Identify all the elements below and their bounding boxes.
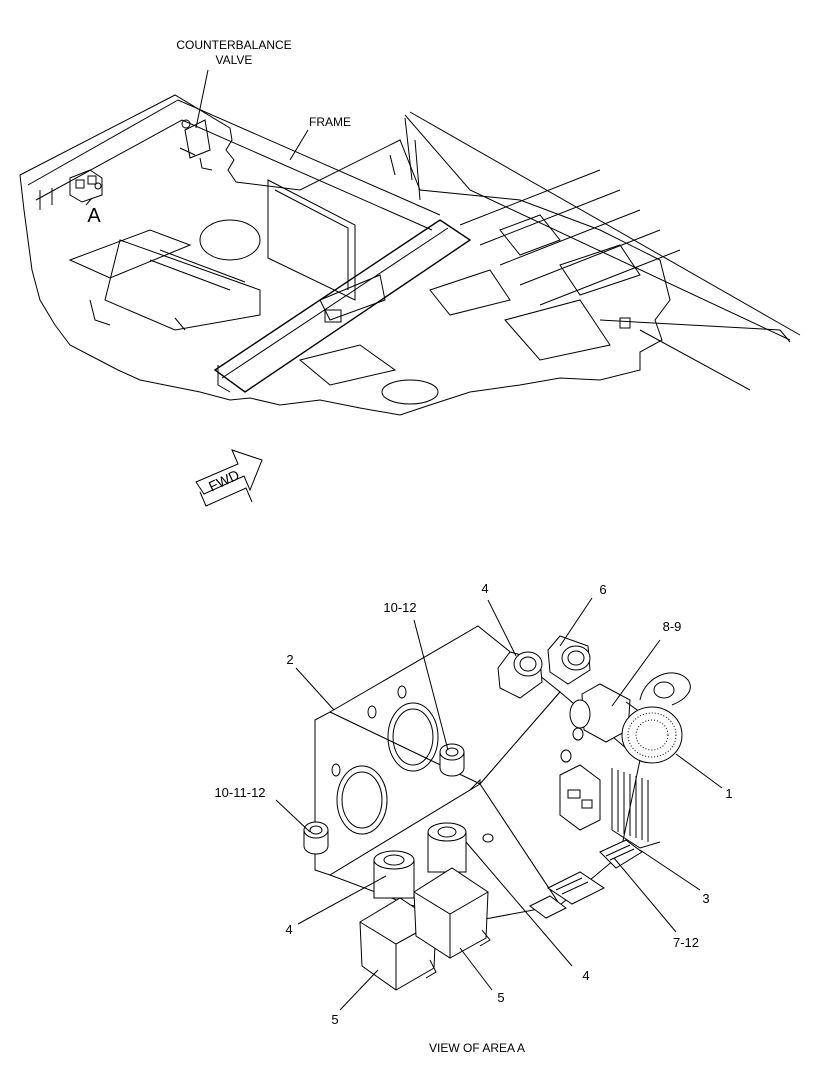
plug-10-11-12 [303, 821, 329, 855]
block-front-face [314, 711, 481, 876]
breakout-outline [19, 94, 671, 416]
area-a-valve-overview [69, 169, 103, 206]
counterbalance-valve-overview [179, 69, 213, 171]
coil-1 [621, 672, 691, 764]
callout-2: 2 [286, 652, 293, 667]
callout-4-left: 4 [285, 922, 292, 937]
connector-7-12 [529, 839, 643, 919]
fitting-4-bottom-right [427, 822, 467, 873]
fitting-4-bottom-left [373, 850, 415, 899]
callout-1: 1 [725, 786, 732, 801]
frame-beam [213, 219, 472, 393]
counterbalance-label-line1: COUNTERBALANCE [176, 38, 291, 52]
frame-label: FRAME [309, 115, 351, 129]
solenoid-5-right [413, 867, 491, 959]
fwd-arrow: FWD [195, 449, 263, 507]
machine-frame-overview [19, 94, 801, 416]
callout-5-right: 5 [497, 990, 504, 1005]
area-a-marker: A [87, 205, 101, 227]
frame-leader [289, 129, 309, 161]
fitting-4-top [497, 651, 543, 699]
callout-4-top: 4 [481, 581, 488, 596]
plug-10-12 [439, 743, 465, 777]
front-port-large-left [336, 765, 388, 835]
callout-labels: 2 10-12 10-11-12 4 6 8-9 1 3 7-12 4 4 5 … [214, 581, 732, 1027]
fwd-label: FWD [206, 466, 242, 494]
callout-4-bottom: 4 [582, 968, 589, 983]
connector-3 [559, 764, 661, 849]
counterbalance-leader [195, 69, 209, 129]
counterbalance-label-line2: VALVE [216, 53, 253, 67]
callout-6: 6 [599, 582, 606, 597]
fitting-6 [547, 635, 591, 685]
callout-7-12: 7-12 [673, 935, 699, 950]
callout-leaders [275, 597, 723, 1011]
callout-8-9: 8-9 [663, 619, 682, 634]
coil-knob [621, 706, 683, 764]
callout-5-left: 5 [331, 1012, 338, 1027]
callout-10-12: 10-12 [383, 600, 416, 615]
view-caption: VIEW OF AREA A [429, 1041, 525, 1055]
callout-10-11-12: 10-11-12 [214, 785, 265, 800]
callout-3: 3 [702, 891, 709, 906]
front-port-large-right [387, 702, 439, 772]
